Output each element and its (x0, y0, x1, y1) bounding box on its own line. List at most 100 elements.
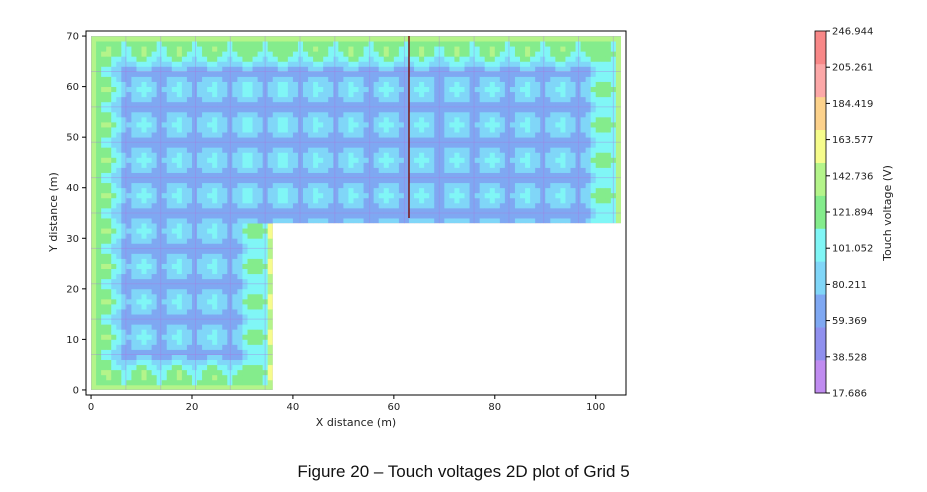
field-cell (222, 384, 228, 390)
field-cell (181, 248, 188, 254)
field-cell (383, 36, 390, 42)
field-cell (197, 253, 203, 259)
field-cell (212, 76, 218, 82)
field-cell (313, 354, 319, 361)
field-cell (96, 192, 102, 199)
field-cell (267, 41, 274, 47)
field-cell (121, 324, 127, 330)
field-cell (96, 243, 102, 249)
field-cell (171, 41, 178, 47)
field-cell (96, 91, 102, 98)
field-cell (237, 334, 243, 340)
field-cell (403, 238, 410, 244)
field-cell (161, 314, 168, 320)
field-cell (297, 127, 304, 133)
field-cell (388, 293, 395, 300)
field-cell (419, 142, 425, 148)
field-cell (308, 273, 314, 280)
field-cell (449, 288, 455, 295)
field-cell (297, 369, 304, 376)
field-cell (282, 192, 289, 199)
field-cell (126, 101, 132, 108)
field-cell (191, 218, 198, 224)
field-cell (267, 137, 274, 143)
field-cell (106, 213, 112, 219)
field-cell (393, 71, 400, 77)
field-cell (202, 233, 208, 239)
field-cell (348, 86, 354, 93)
field-cell (439, 142, 445, 148)
field-cell (313, 132, 319, 138)
field-cell (363, 106, 370, 113)
field-cell (363, 298, 370, 305)
field-cell (378, 157, 385, 163)
field-cell (363, 263, 370, 270)
field-cell (383, 248, 390, 254)
field-cell (146, 127, 153, 133)
field-cell (186, 207, 193, 214)
field-cell (408, 319, 415, 325)
field-cell (272, 127, 279, 133)
field-cell (318, 167, 324, 173)
field-cell (197, 324, 203, 330)
field-cell (252, 228, 258, 234)
field-cell (247, 298, 253, 305)
field-cell (131, 66, 137, 72)
field-cell (96, 177, 102, 184)
field-cell (262, 349, 269, 355)
field-cell (444, 182, 450, 189)
field-cell (282, 76, 289, 82)
field-cell (146, 56, 153, 62)
field-cell (262, 86, 269, 93)
field-cell (91, 66, 97, 72)
field-cell (429, 91, 435, 98)
field-cell (91, 324, 97, 330)
field-cell (217, 46, 223, 52)
field-cell (272, 374, 279, 381)
field-cell (388, 339, 395, 345)
field-cell (378, 359, 385, 366)
field-cell (151, 132, 158, 138)
field-cell (156, 96, 163, 103)
field-cell (151, 66, 158, 72)
field-cell (373, 263, 380, 270)
field-cell (308, 116, 314, 123)
field-cell (414, 71, 420, 77)
field-cell (308, 122, 314, 128)
field-cell (368, 137, 375, 143)
field-cell (126, 207, 132, 214)
field-cell (333, 41, 339, 47)
field-cell (101, 253, 107, 259)
field-cell (439, 273, 445, 280)
field-cell (106, 167, 112, 173)
field-cell (161, 137, 168, 143)
field-cell (116, 202, 122, 209)
field-cell (181, 71, 188, 77)
field-cell (408, 329, 415, 335)
field-cell (171, 81, 178, 88)
field-cell (363, 354, 370, 361)
field-cell (403, 268, 410, 275)
field-cell (212, 56, 218, 62)
field-cell (449, 263, 455, 270)
field-cell (323, 339, 329, 345)
field-cell (323, 61, 329, 67)
field-cell (393, 207, 400, 214)
field-cell (292, 187, 299, 194)
field-cell (292, 71, 299, 77)
field-cell (191, 319, 198, 325)
field-cell (191, 46, 198, 52)
field-cell (323, 127, 329, 133)
field-cell (313, 51, 319, 57)
field-cell (429, 258, 435, 264)
field-cell (262, 319, 269, 325)
field-cell (146, 364, 153, 371)
field-cell (323, 172, 329, 179)
field-cell (353, 86, 359, 93)
field-cell (126, 116, 132, 123)
field-cell (186, 238, 193, 244)
field-cell (247, 334, 253, 340)
field-cell (313, 334, 319, 340)
field-cell (212, 364, 218, 371)
field-cell (393, 172, 400, 179)
